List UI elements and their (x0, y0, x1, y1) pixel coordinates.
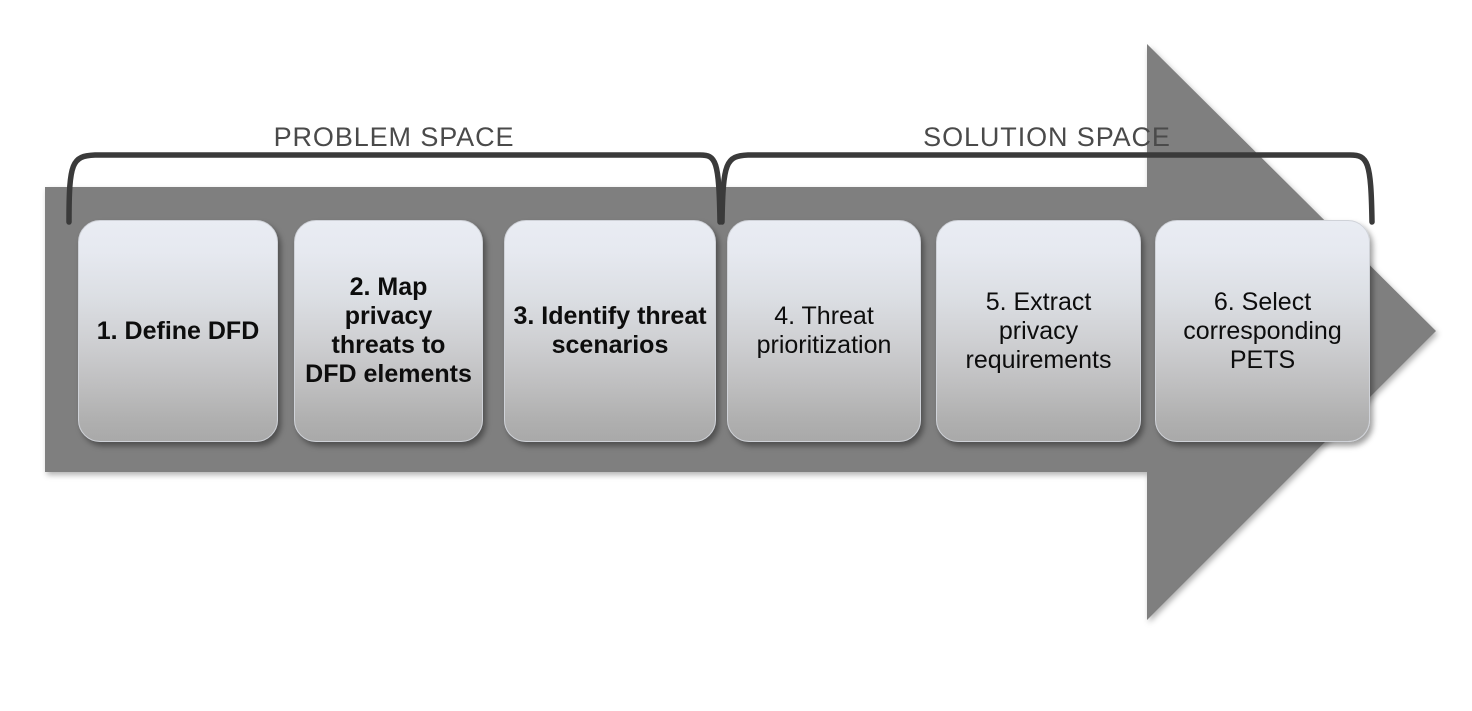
brace-solution-space (719, 152, 1375, 225)
step-box-4-label: 4. Threat prioritization (756, 302, 892, 359)
brace-problem-space (66, 152, 723, 225)
step-box-5[interactable]: 5. Extract privacy requirements (936, 220, 1141, 442)
step-box-3-label: 3. Identify threat scenarios (513, 302, 707, 359)
step-box-2-label: 2. Map privacy threats to DFD elements (305, 273, 472, 388)
phase-label-problem-space: PROBLEM SPACE (273, 122, 515, 152)
step-box-5-label: 5. Extract privacy requirements (965, 287, 1112, 374)
step-box-1[interactable]: 1. Define DFD (78, 220, 278, 442)
step-box-4[interactable]: 4. Threat prioritization (727, 220, 921, 442)
step-box-2[interactable]: 2. Map privacy threats to DFD elements (294, 220, 483, 442)
step-box-6-label: 6. Select corresponding PETS (1183, 287, 1342, 374)
step-box-3[interactable]: 3. Identify threat scenarios (504, 220, 716, 442)
step-box-1-label: 1. Define DFD (96, 316, 260, 345)
step-box-6[interactable]: 6. Select corresponding PETS (1155, 220, 1370, 442)
phase-label-solution-space: SOLUTION SPACE (923, 122, 1171, 152)
